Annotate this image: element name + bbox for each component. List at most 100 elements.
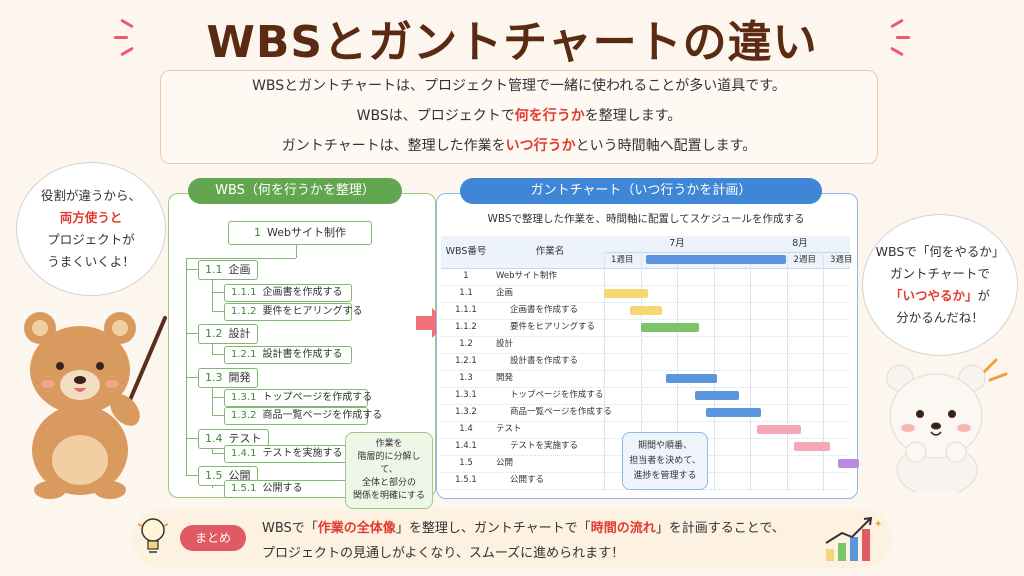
wbs-label: 要件をヒアリングする <box>262 306 363 317</box>
wbs-branch <box>212 279 213 311</box>
gantt-week-7: 3週目 <box>830 255 853 265</box>
summary-text-part: 」を計画することで、 <box>655 521 785 536</box>
gantt-row-number: 1.1 <box>459 288 473 298</box>
intro-line-3-end: という時間軸へ配置します。 <box>575 138 757 154</box>
wbs-number: 1.1.1 <box>231 287 257 298</box>
wbs-label: 公開する <box>262 483 303 494</box>
growth-chart-icon: ✦ <box>825 516 882 561</box>
gantt-row-number: 1 <box>463 271 469 281</box>
gantt-row-name: トップページを作成する <box>510 390 604 400</box>
wbs-node-1-3-2: 1.3.2 商品一覧ページを作成する <box>224 407 382 425</box>
right-bubble-highlight: 「いつやるか」 <box>889 288 978 303</box>
gantt-row-number: 1.3.2 <box>455 407 477 417</box>
summary-text-part: WBSで「 <box>262 521 318 536</box>
gantt-bar <box>695 391 740 400</box>
wbs-connector <box>212 453 224 454</box>
gantt-bar <box>645 255 787 264</box>
wbs-note-line: 全体と部分の <box>361 478 416 488</box>
wbs-label: 公開 <box>228 469 251 482</box>
gantt-gridline <box>640 252 642 491</box>
gantt-row-number: 1.2.1 <box>455 356 477 366</box>
gantt-row: 1.2.1 設計書を作成する <box>441 353 850 371</box>
gantt-header: ガントチャート（いつ行うかを計画） <box>460 178 822 204</box>
gantt-row-number: 1.2 <box>459 339 473 349</box>
gantt-gridline <box>604 252 605 491</box>
right-bubble-line-4: 分かるんだね！ <box>896 310 984 325</box>
gantt-note-line: 担当者を決めて、 <box>629 455 701 466</box>
left-bubble-line-4: うまくいくよ！ <box>47 254 135 269</box>
wbs-connector <box>186 377 198 378</box>
gantt-col-name: 作業名 <box>535 246 565 257</box>
gantt-gridline <box>677 252 678 491</box>
summary-line-2: プロジェクトの見通しがよくなり、スムーズに進められます！ <box>262 546 625 561</box>
wbs-tree-trunk <box>186 258 187 475</box>
intro-line-2: WBSは、プロジェクトで何を行うかを整理します。 <box>161 101 877 131</box>
summary-badge: まとめ <box>180 525 246 551</box>
gantt-gridline <box>750 252 751 491</box>
wbs-note-line: 階層的に分解して、 <box>357 452 421 475</box>
wbs-node-1-5-1: 1.5.1 公開する <box>224 480 352 498</box>
wbs-connector <box>186 438 198 439</box>
gantt-month-2: 8月 <box>750 236 850 253</box>
wbs-note: 作業を 階層的に分解して、 全体と部分の 関係を明確にする <box>345 432 433 509</box>
wbs-connector <box>212 397 224 398</box>
gantt-row-name: 要件をヒアリングする <box>510 322 596 332</box>
wbs-label: 商品一覧ページを作成する <box>262 410 383 421</box>
summary-text-part: 」を整理し、ガントチャートで「 <box>395 521 591 536</box>
left-bubble-line-3: プロジェクトが <box>47 232 135 247</box>
gantt-row-number: 1.3.1 <box>455 390 477 400</box>
right-bubble-line-2: ガントチャートで <box>890 266 990 281</box>
gantt-row-name: 開発 <box>496 373 514 383</box>
summary-line-1: WBSで「作業の全体像」を整理し、ガントチャートで「時間の流れ」を計画することで… <box>262 516 785 541</box>
wbs-label: 設計書を作成する <box>262 349 343 360</box>
wbs-label: 設計 <box>228 327 251 340</box>
gantt-week-1: 1週目 <box>611 255 634 265</box>
gantt-caption: WBSで整理した作業を、時間軸に配置してスケジュールを作成する <box>487 213 805 225</box>
gantt-row-name: 公開 <box>496 458 514 468</box>
wbs-note-line: 関係を明確にする <box>352 491 426 501</box>
gantt-bar <box>629 306 663 315</box>
white-bear-illustration <box>886 358 1008 492</box>
wbs-root-drop <box>296 244 297 258</box>
gantt-gridline <box>713 252 715 491</box>
wbs-connector <box>212 292 224 293</box>
wbs-connector <box>212 311 224 312</box>
right-bubble-particle: が <box>977 288 991 303</box>
wbs-number: 1.3.2 <box>231 410 257 421</box>
gantt-row-name: 公開する <box>510 475 545 485</box>
intro-highlight-what: 何を行うか <box>514 108 585 124</box>
wbs-header: WBS（何を行うかを整理） <box>188 178 402 204</box>
gantt-week-6: 2週目 <box>793 255 816 265</box>
wbs-branch <box>212 343 213 354</box>
wbs-node-1-2: 1.2 設計 <box>198 324 258 344</box>
wbs-label: テスト <box>228 432 262 445</box>
wbs-number: 1.5.1 <box>231 483 257 494</box>
wbs-number: 1.3 <box>205 371 223 384</box>
gantt-row-number: 1.5 <box>459 458 473 468</box>
intro-highlight-when: いつ行うか <box>505 138 576 154</box>
gantt-row-name: 設計書を作成する <box>510 356 579 366</box>
wbs-connector <box>186 269 198 270</box>
wbs-number: 1.1.2 <box>231 306 257 317</box>
gantt-note-line: 期間や順番、 <box>637 440 692 451</box>
wbs-connector <box>186 475 198 476</box>
gantt-row-number: 1.1.2 <box>455 322 477 332</box>
gantt-col-number: WBS番号 <box>445 246 487 257</box>
summary-text: WBSで「作業の全体像」を整理し、ガントチャートで「時間の流れ」を計画することで… <box>262 516 785 566</box>
intro-box: WBSとガントチャートは、プロジェクト管理で一緒に使われることが多い道具です。 … <box>160 70 878 164</box>
wbs-label: 企画 <box>228 263 251 276</box>
wbs-number: 1.2 <box>205 327 223 340</box>
wbs-number: 1.1 <box>205 263 223 276</box>
wbs-number: 1.5 <box>205 469 223 482</box>
gantt-bar <box>706 408 761 417</box>
wbs-label: テストを実施する <box>262 448 343 459</box>
gantt-row-number: 1.1.1 <box>455 305 477 315</box>
gantt-table: WBS番号 作業名 7月 8月 1週目2週目3週目4週目1週目2週目3週目 1W… <box>441 236 860 491</box>
wbs-number: 1.4 <box>205 432 223 445</box>
